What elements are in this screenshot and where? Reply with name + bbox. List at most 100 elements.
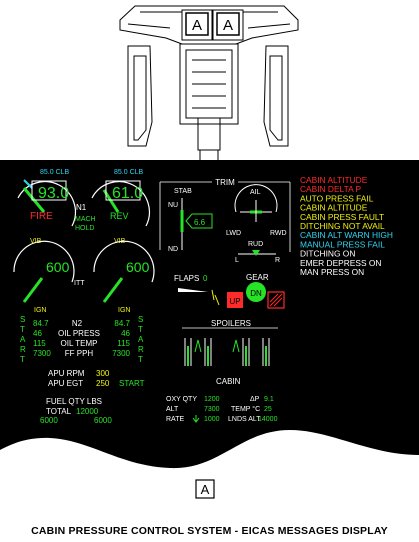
vib-left: VIB [30, 238, 42, 245]
secondary-engine-params: 84.7 46 115 7300 N2 OIL PRESS OIL TEMP F… [33, 319, 131, 358]
trim-section: TRIM STAB NU ND 6.6 AIL LWD RWD RUD L R [159, 178, 291, 264]
eicas-message: MANUAL PRESS FAIL [300, 239, 385, 249]
eicas-message: CABIN DELTA P [300, 184, 362, 194]
ail-label: AIL [250, 189, 261, 196]
flaps-label: FLAPS [174, 274, 199, 283]
eicas-message: CABIN ALTITUDE [300, 203, 368, 213]
rud-l: L [235, 257, 239, 264]
n2-right: 84.7 [114, 319, 130, 328]
eicas-message: EMER DEPRESS ON [300, 258, 381, 268]
fire-warning: FIRE [30, 211, 53, 222]
n1-left-value: 93.0 [38, 185, 69, 202]
apu-egt-label: APU EGT [48, 379, 83, 388]
n2-left: 84.7 [33, 319, 49, 328]
cabin-alt-label: ALT [166, 406, 179, 413]
eicas-message: DITCHING ON [300, 249, 355, 259]
itt-label: ITT [74, 280, 85, 287]
oil-temp-right: 115 [117, 339, 130, 348]
figure-caption: CABIN PRESSURE CONTROL SYSTEM - EICAS ME… [31, 525, 388, 537]
n1-right-thrust-mode: 85.0 CLB [114, 169, 144, 176]
fuel-qty-label: FUEL QTY LBS [46, 397, 102, 406]
rate-down-arrow-icon [192, 415, 200, 423]
start-left-t2: T [20, 355, 25, 364]
rate-value: 1000 [204, 416, 220, 423]
start-left-t1: T [20, 325, 25, 334]
itt-gauge-right: 600 ITT IGN [74, 240, 155, 314]
eicas-message: DITCHING NOT AVAIL [300, 221, 385, 231]
apu-egt-value: 250 [96, 379, 110, 388]
start-right-t1: T [138, 325, 143, 334]
oxy-qty-label: OXY QTY [166, 396, 197, 403]
gear-down-indicator [246, 282, 266, 302]
delta-p-value: 9.1 [264, 396, 274, 403]
start-left-a: A [20, 335, 26, 344]
apu-rpm-label: APU RPM [48, 369, 85, 378]
bottom-callout: A [195, 479, 215, 499]
gear-dn-label: DN [250, 289, 262, 298]
fuel-right-value: 6000 [94, 416, 112, 425]
ff-label: FF PPH [65, 349, 94, 358]
start-left-r: R [20, 345, 26, 354]
rev-indicator: REV [110, 211, 129, 221]
gear-transit-indicator [267, 291, 285, 309]
ign-left: IGN [34, 307, 46, 314]
cabin-section: CABIN OXY QTY 1200 ΔP 9.1 ALT 7300 TEMP … [166, 377, 278, 423]
flaps-section: FLAPS 0 [174, 274, 220, 306]
gear-up-indicator [227, 292, 243, 308]
start-left-vertical: S T A R T [20, 315, 26, 364]
itt-right-value: 600 [126, 259, 150, 275]
eicas-message: MAN PRESS ON [300, 267, 364, 277]
eicas-message: CABIN PRESS FAULT [300, 212, 384, 222]
cabin-title: CABIN [216, 377, 241, 386]
fuel-left-value: 6000 [40, 416, 58, 425]
rud-label: RUD [248, 241, 263, 248]
rate-label: RATE [166, 416, 184, 423]
eicas-message: CABIN ALTITUDE [300, 175, 368, 185]
oxy-qty-value: 1200 [204, 396, 220, 403]
start-right-vertical: S T A R T [138, 315, 144, 364]
stab-trim-value: 6.6 [194, 218, 206, 227]
spoilers-label: SPOILERS [211, 319, 251, 328]
oil-temp-left: 115 [33, 339, 46, 348]
fuel-section: FUEL QTY LBS TOTAL 12000 6000 6000 [40, 397, 112, 425]
delta-p-label: ΔP [250, 396, 260, 403]
nu-label: NU [168, 202, 178, 209]
display-panel [0, 160, 419, 469]
temp-value: 25 [264, 406, 272, 413]
n2-label: N2 [72, 319, 83, 328]
mach-hold-2: HOLD [75, 225, 94, 232]
start-right-t2: T [138, 355, 143, 364]
gear-label: GEAR [246, 273, 269, 282]
lnds-alt-label: LNDS ALT [228, 416, 261, 423]
stab-label: STAB [174, 188, 192, 195]
callout-box-left: A [185, 12, 209, 36]
eicas-message: AUTO PRESS FAIL [300, 193, 374, 203]
trim-title: TRIM [215, 178, 235, 187]
oil-press-left: 46 [33, 329, 42, 338]
callout-letter: A [223, 17, 233, 34]
fuel-total-value: 12000 [76, 407, 99, 416]
callout-box-right: A [216, 12, 240, 36]
rud-r: R [275, 257, 280, 264]
callout-letter: A [192, 17, 202, 34]
start-right-r: R [138, 345, 144, 354]
cockpit-overview [119, 5, 299, 169]
rwd-label: RWD [270, 230, 287, 237]
gear-up-label: UP [229, 297, 240, 306]
cabin-alt-value: 7300 [204, 406, 220, 413]
oil-press-label: OIL PRESS [58, 329, 100, 338]
eicas-message: CABIN ALT WARN HIGH [300, 230, 393, 240]
lwd-label: LWD [226, 230, 241, 237]
ff-left: 7300 [33, 349, 51, 358]
start-right-a: A [138, 335, 144, 344]
lnds-alt-value: 14000 [258, 416, 278, 423]
ign-right: IGN [118, 307, 130, 314]
apu-section: APU RPM 300 APU EGT 250 START [48, 369, 145, 388]
flaps-value: 0 [203, 274, 208, 283]
fuel-total-label: TOTAL [46, 407, 72, 416]
oil-temp-label: OIL TEMP [61, 339, 98, 348]
apu-start: START [119, 379, 145, 388]
oil-press-right: 46 [121, 329, 130, 338]
